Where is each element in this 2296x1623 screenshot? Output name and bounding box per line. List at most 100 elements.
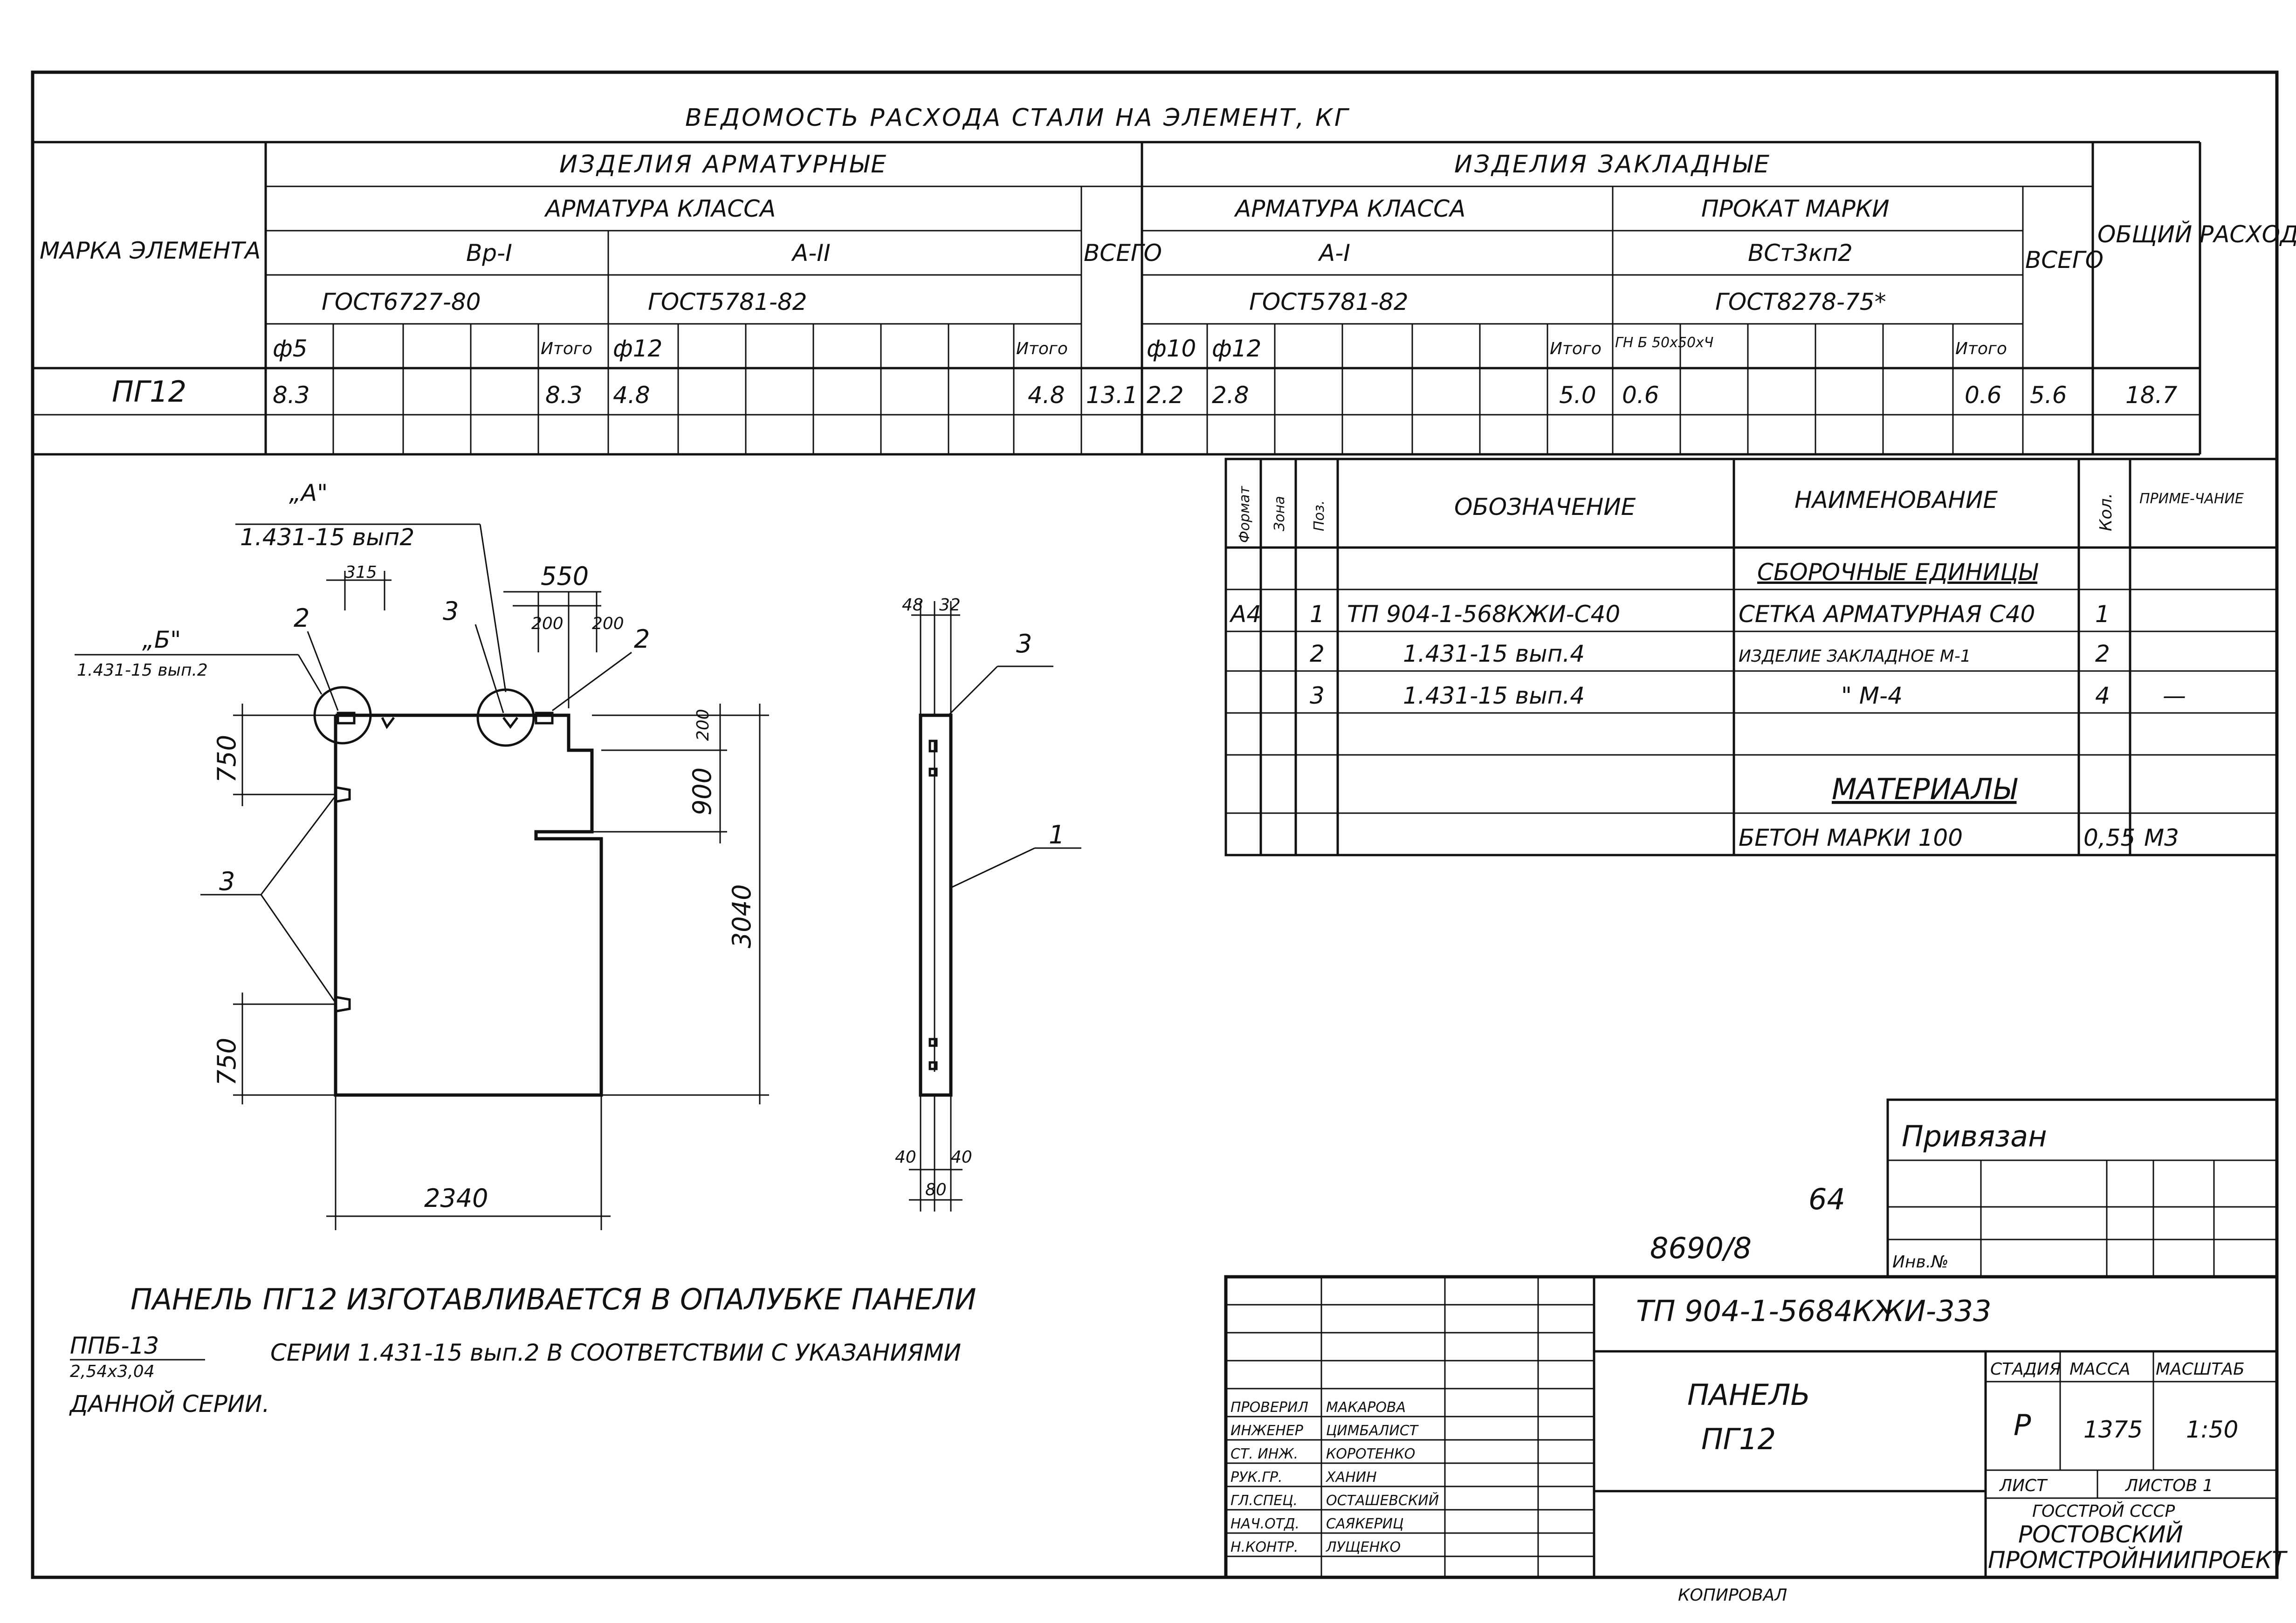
- scale-value: 1:50: [2186, 1416, 2238, 1443]
- pos-label: 3: [219, 867, 235, 896]
- side-outline: [919, 713, 953, 1097]
- material-qty: 0,55: [2083, 824, 2135, 851]
- col-d12-a: ф12: [613, 335, 662, 362]
- inv-number-label: Инв.№: [1892, 1253, 1949, 1272]
- class-a1: А-I: [1318, 240, 1350, 267]
- col-itogo-2: Итого: [1016, 339, 1068, 358]
- dim-900: 900: [687, 767, 717, 815]
- dim-200a: 200: [531, 614, 564, 633]
- class-vst: ВСт3кп2: [1748, 240, 1853, 267]
- row-d12: 4.8: [613, 382, 650, 409]
- sheets-header: ЛИСТОВ 1: [2124, 1476, 2214, 1495]
- rebar-class-1: АРМАТУРА КЛАССА: [544, 195, 776, 222]
- panel-side-view: 48 32 3 1 40 40 80: [895, 596, 1081, 1212]
- row-itogo-2: 4.8: [1028, 382, 1065, 409]
- org-line-2: РОСТОВСКИЙ: [2018, 1520, 2183, 1548]
- signer-name: КОРОТЕНКО: [1326, 1446, 1415, 1462]
- col-mark-header: МАРКА ЭЛЕМЕНТА: [40, 237, 261, 264]
- dim-550: 550: [541, 562, 589, 591]
- spec-h-name: НАИМЕНОВАНИЕ: [1794, 486, 1998, 514]
- material-unit: М3: [2144, 824, 2179, 851]
- dim-315: 315: [345, 563, 377, 582]
- dim-750a: 750: [212, 735, 241, 783]
- signer-name: МАКАРОВА: [1326, 1399, 1406, 1416]
- row-gn: 0.6: [1622, 382, 1659, 409]
- spec-row-note: —: [2163, 682, 2186, 709]
- col-d12-b: ф12: [1212, 335, 1261, 362]
- list-item: А4 1 ТП 904-1-568КЖИ-С40 СЕТКА АРМАТУРНА…: [1229, 601, 2110, 628]
- general-note: ПАНЕЛЬ ПГ12 ИЗГОТАВЛИВАЕТСЯ В ОПАЛУБКЕ П…: [69, 1282, 976, 1418]
- col-itogo-3: Итого: [1550, 339, 1602, 358]
- row-itogo-1: 8.3: [545, 382, 583, 409]
- drawing-code: ТП 904-1-5684КЖИ-333: [1636, 1294, 1991, 1328]
- dim-40b: 40: [951, 1148, 972, 1167]
- panel-front-view: [313, 686, 603, 1097]
- callout-a-label: „А": [289, 479, 328, 507]
- spec-row-qty: 4: [2095, 682, 2110, 709]
- spec-row-name: ИЗДЕЛИЕ ЗАКЛАДНОЕ М-1: [1739, 647, 1971, 666]
- dim-3040: 3040: [727, 884, 756, 948]
- binding-label: Привязан: [1902, 1119, 2047, 1153]
- callout-a-ref: 1.431-15 вып2: [240, 524, 414, 551]
- row-mark: ПГ12: [112, 375, 186, 409]
- pos-label: 1: [1049, 820, 1065, 849]
- sheet-header: ЛИСТ: [1999, 1476, 2048, 1495]
- note-line-1: ПАНЕЛЬ ПГ12 ИЗГОТАВЛИВАЕТСЯ В ОПАЛУБКЕ П…: [131, 1282, 976, 1316]
- spec-h-zone: Зона: [1272, 496, 1288, 531]
- material-name: БЕТОН МАРКИ 100: [1739, 824, 1963, 851]
- mass-value: 1375: [2083, 1416, 2143, 1443]
- signer-name: ХАНИН: [1325, 1469, 1377, 1486]
- stage-header: СТАДИЯ: [1990, 1360, 2061, 1379]
- signer-name: ЦИМБАЛИСТ: [1326, 1423, 1419, 1439]
- spec-h-note: ПРИМЕ-ЧАНИЕ: [2139, 491, 2244, 507]
- gost-5781-a: ГОСТ5781-82: [648, 288, 807, 315]
- spec-row-pos: 1: [1310, 601, 1325, 628]
- front-dimensions: 315 550 200 200 200 900 3040 750 750 234…: [212, 562, 769, 1230]
- spec-row-name: " М-4: [1841, 682, 1903, 709]
- col-itogo-1: Итого: [541, 339, 592, 358]
- org-line-1: ГОССТРОЙ СССР: [2032, 1501, 2175, 1521]
- dim-32: 32: [939, 596, 961, 615]
- row-total-2: 5.6: [2030, 382, 2067, 409]
- dim-48: 48: [902, 596, 923, 615]
- note-fraction-bottom: 2,54х3,04: [70, 1362, 155, 1381]
- dim-2340: 2340: [424, 1184, 488, 1213]
- scale-header: МАСШТАБ: [2156, 1360, 2245, 1379]
- spec-row-name: СЕТКА АРМАТУРНАЯ С40: [1739, 601, 2035, 628]
- callout-b-ref: 1.431-15 вып.2: [77, 661, 208, 680]
- signer-role: Н.КОНТР.: [1230, 1539, 1299, 1555]
- gost-5781-b: ГОСТ5781-82: [1249, 288, 1409, 315]
- row-d10: 2.2: [1147, 382, 1184, 409]
- class-a2: А-II: [791, 240, 831, 267]
- spec-h-designation: ОБОЗНАЧЕНИЕ: [1454, 493, 1636, 520]
- signer-name: ОСТАШЕВСКИЙ: [1326, 1492, 1439, 1509]
- signer-name: САЯКЕРИЦ: [1326, 1516, 1403, 1532]
- col-d10: ф10: [1147, 335, 1196, 362]
- table-row: ПГ12 8.3 8.3 4.8 4.8 13.1 2.2 2.8 5.0 0.…: [112, 375, 2178, 409]
- total-2-header: ВСЕГО: [2025, 247, 2104, 274]
- spec-row-qty: 1: [2095, 601, 2110, 628]
- spec-row-format: А4: [1229, 601, 1261, 628]
- dim-80: 80: [925, 1180, 947, 1199]
- list-item: БЕТОН МАРКИ 100 0,55 М3: [1739, 824, 2179, 851]
- group-reinforcement: ИЗДЕЛИЯ АРМАТУРНЫЕ: [559, 151, 888, 178]
- col-gn: ГН Б 50х50хЧ: [1615, 335, 1713, 351]
- group-embedded: ИЗДЕЛИЯ ЗАКЛАДНЫЕ: [1454, 151, 1771, 178]
- spec-row-designation: 1.431-15 вып.4: [1403, 682, 1585, 709]
- list-item: 3 1.431-15 вып.4 " М-4 4 —: [1310, 682, 2186, 709]
- signer-role: СТ. ИНЖ.: [1230, 1446, 1298, 1462]
- signer-role: НАЧ.ОТД.: [1230, 1516, 1299, 1532]
- spec-row-designation: ТП 904-1-568КЖИ-С40: [1347, 601, 1620, 628]
- gost-6727: ГОСТ6727-80: [322, 288, 481, 315]
- note-line-2: СЕРИИ 1.431-15 вып.2 В СООТВЕТСТВИИ С УК…: [270, 1339, 961, 1366]
- row-total-1: 13.1: [1086, 382, 1138, 409]
- copied-by: КОПИРОВАЛ: [1678, 1586, 1787, 1605]
- col-itogo-4: Итого: [1955, 339, 2007, 358]
- callout-b-circle: [476, 688, 535, 747]
- stage-value: Р: [2014, 1408, 2031, 1442]
- spec-section-assemblies: СБОРОЧНЫЕ ЕДИНИЦЫ: [1757, 559, 2038, 586]
- row-itogo-3: 5.0: [1559, 382, 1596, 409]
